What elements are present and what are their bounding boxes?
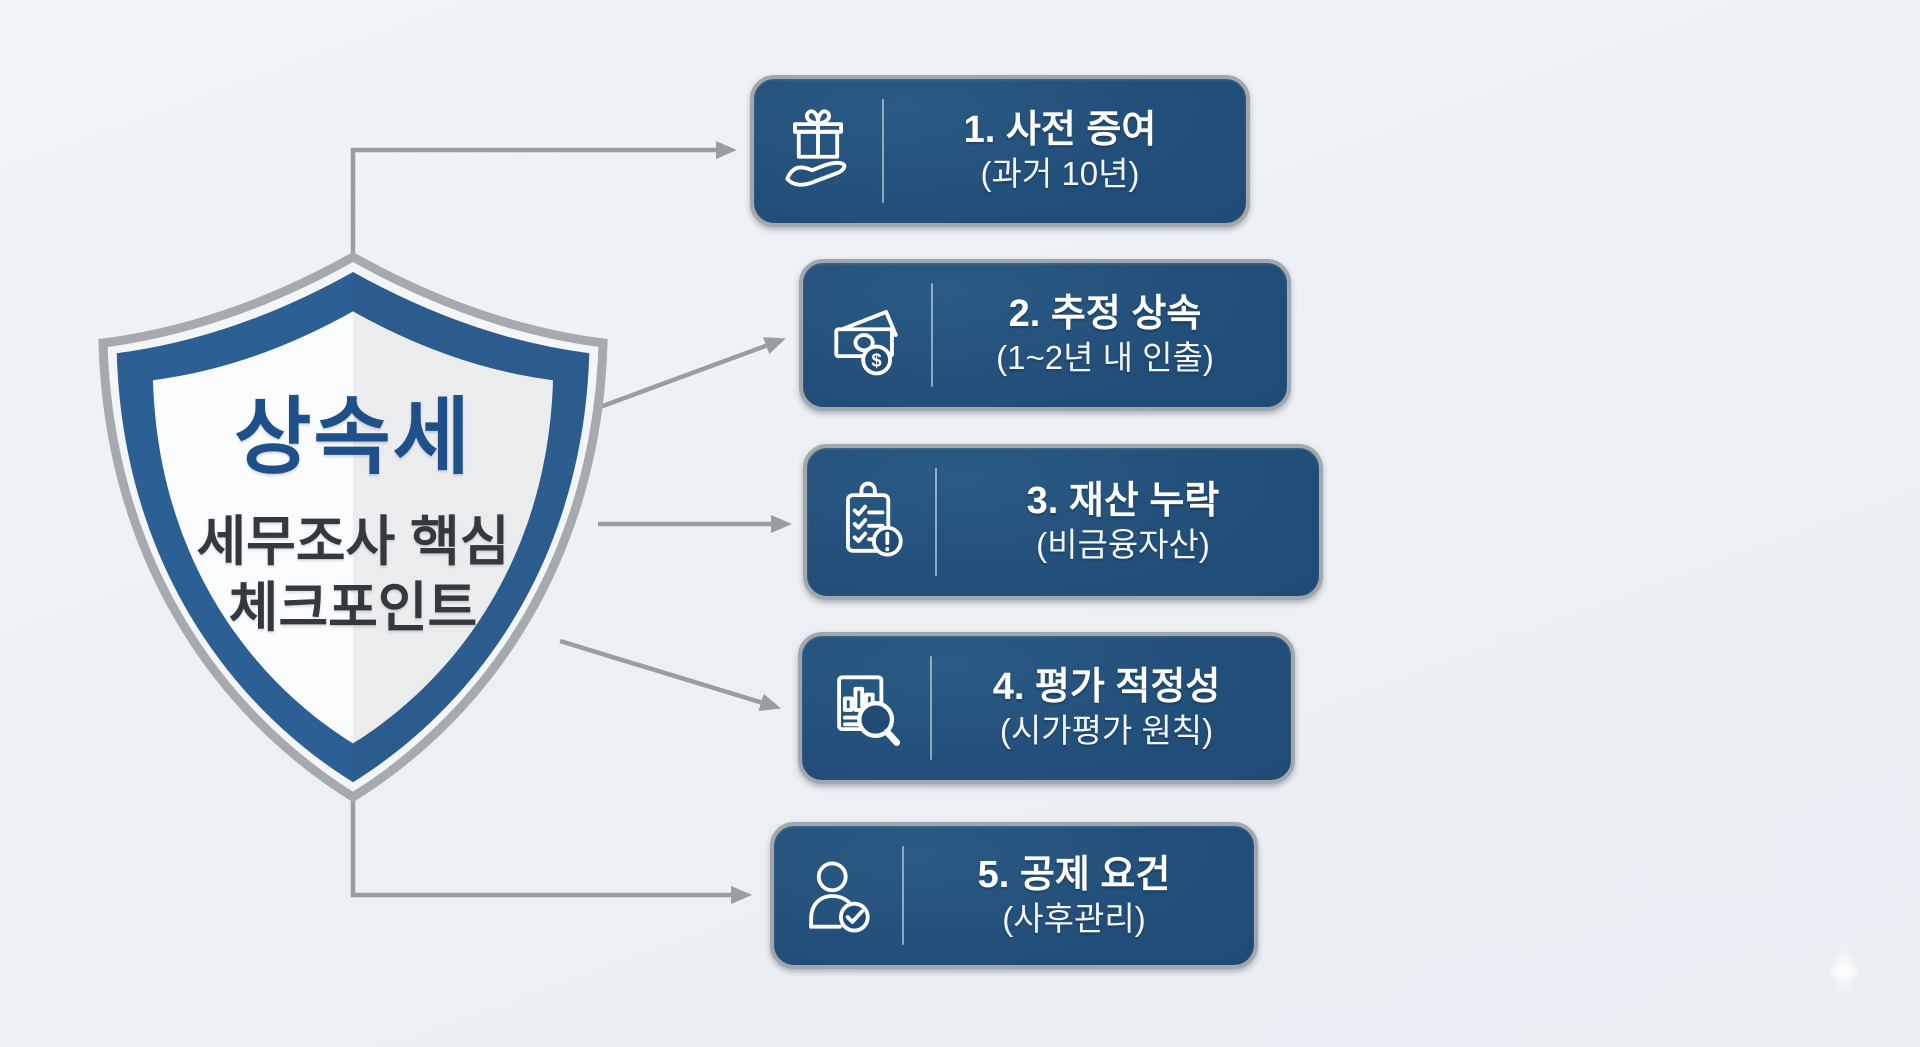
dollar-symbol: $ bbox=[872, 350, 882, 371]
checkpoint-subtitle: (사후관리) bbox=[1002, 899, 1146, 937]
checkpoint-title: 5. 공제 요건 bbox=[977, 853, 1171, 896]
connector-to-box-1 bbox=[350, 141, 737, 258]
connector-to-box-5 bbox=[350, 799, 752, 904]
person-check-icon bbox=[774, 848, 902, 944]
checklist-alert-icon bbox=[807, 474, 935, 570]
box-divider bbox=[930, 656, 932, 760]
banknotes-dollar-icon: $ bbox=[803, 287, 931, 383]
checkpoint-title: 2. 추정 상속 bbox=[1008, 293, 1202, 335]
checkpoint-box-4: 4. 평가 적정성 (시가평가 원칙) bbox=[798, 632, 1295, 784]
box-divider bbox=[882, 99, 884, 203]
checkpoint-box-3: 3. 재산 누락 (비금융자산) bbox=[803, 444, 1323, 600]
gift-in-hand-icon bbox=[754, 103, 882, 199]
checkpoint-subtitle: (1~2년 내 인출) bbox=[996, 339, 1214, 376]
box-divider bbox=[935, 468, 937, 576]
checkpoint-subtitle: (비금융자산) bbox=[1036, 526, 1210, 563]
checkpoint-title: 4. 평가 적정성 bbox=[992, 666, 1221, 708]
shield-emblem-icon bbox=[86, 242, 620, 816]
checkpoint-box-2: $ 2. 추정 상속 (1~2년 내 인출) bbox=[799, 259, 1291, 411]
checkpoint-subtitle: (시가평가 원칙) bbox=[999, 712, 1214, 749]
checkpoint-subtitle: (과거 10년) bbox=[980, 155, 1140, 192]
chart-magnifier-icon bbox=[802, 660, 930, 756]
connector-to-box-4 bbox=[559, 638, 782, 712]
connector-to-box-2 bbox=[599, 337, 786, 410]
box-divider bbox=[902, 846, 904, 945]
checkpoint-title: 1. 사전 증여 bbox=[963, 109, 1157, 151]
checkpoint-title: 3. 재산 누락 bbox=[1026, 480, 1220, 522]
checkpoint-box-1: 1. 사전 증여 (과거 10년) bbox=[750, 75, 1250, 227]
checkpoint-box-5: 5. 공제 요건 (사후관리) bbox=[770, 822, 1258, 969]
box-divider bbox=[931, 283, 933, 387]
